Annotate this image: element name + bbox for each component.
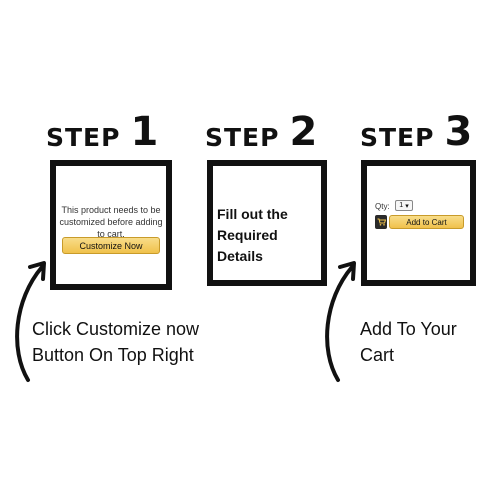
add-to-cart-button[interactable]: Add to Cart bbox=[389, 215, 464, 229]
step-1-word: STEP bbox=[46, 123, 121, 152]
step-2-panel: Fill out the Required Details bbox=[207, 160, 327, 286]
fill-details-line2: Required Details bbox=[217, 227, 278, 264]
customize-now-button[interactable]: Customize Now bbox=[62, 237, 160, 254]
right-curved-arrow-icon bbox=[325, 261, 356, 382]
qty-value: 1 bbox=[399, 202, 404, 209]
step-3-panel: Qty: 1 ▾ Add to Cart bbox=[361, 160, 476, 286]
fill-details-line1: Fill out the bbox=[217, 206, 288, 222]
qty-select[interactable]: 1 ▾ bbox=[395, 200, 413, 211]
customize-message-line2: customized before adding to cart. bbox=[59, 217, 163, 239]
step-3-title: STEP 3 bbox=[360, 110, 472, 152]
left-caption: Click Customize now Button On Top Right bbox=[32, 316, 199, 368]
left-caption-line2: Button On Top Right bbox=[32, 345, 194, 365]
customize-message: This product needs to be customized befo… bbox=[56, 204, 166, 240]
step-3-number: 3 bbox=[444, 109, 473, 155]
cart-icon bbox=[375, 215, 387, 229]
step-1-panel: This product needs to be customized befo… bbox=[50, 160, 172, 290]
step-2-number: 2 bbox=[289, 109, 318, 155]
step-1-title: STEP 1 bbox=[46, 110, 158, 152]
customize-message-line1: This product needs to be bbox=[61, 205, 161, 215]
right-caption-line1: Add To Your bbox=[360, 319, 457, 339]
step-1-number: 1 bbox=[130, 109, 159, 155]
chevron-down-icon: ▾ bbox=[405, 202, 409, 210]
left-caption-line1: Click Customize now bbox=[32, 319, 200, 339]
right-caption-line2: Cart bbox=[360, 345, 395, 365]
left-curved-arrow-icon bbox=[15, 261, 46, 382]
fill-details-text: Fill out the Required Details bbox=[217, 204, 321, 267]
step-3-word: STEP bbox=[360, 123, 435, 152]
qty-label: Qty: bbox=[375, 202, 390, 211]
step-2-word: STEP bbox=[205, 123, 280, 152]
step-2-title: STEP 2 bbox=[205, 110, 317, 152]
right-caption: Add To Your Cart bbox=[360, 316, 457, 368]
